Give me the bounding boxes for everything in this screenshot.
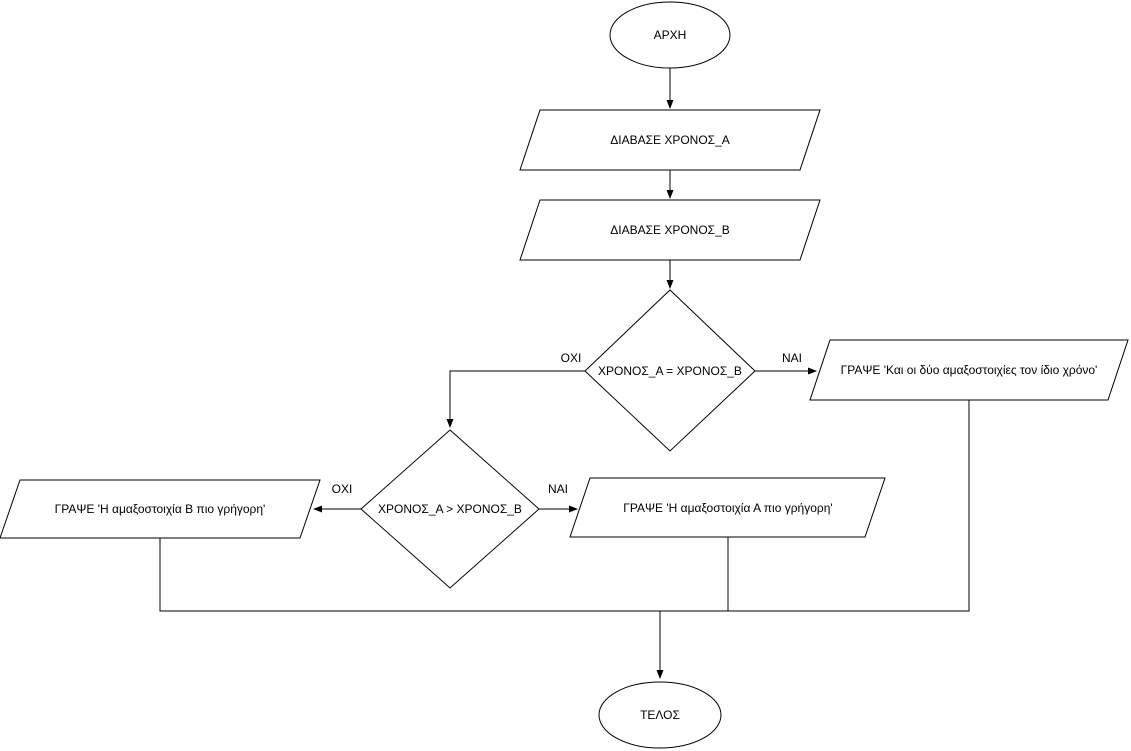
node-decision-equal: ΧΡΟΝΟΣ_Α = ΧΡΟΝΟΣ_Β bbox=[584, 289, 756, 452]
node-write-a-faster: ΓΡΑΨΕ 'Η αμαξοστοιχία Α πιο γρήγορη' bbox=[569, 477, 886, 538]
write-equal-label: ΓΡΑΨΕ 'Και οι δύο αμαξοστοιχίες τον ίδιο… bbox=[841, 363, 1098, 377]
node-read-b: ΔΙΑΒΑΣΕ ΧΡΟΝΟΣ_Β bbox=[519, 199, 821, 261]
read-b-label: ΔΙΑΒΑΣΕ ΧΡΟΝΟΣ_Β bbox=[610, 223, 730, 237]
edge-write-equal-to-bus bbox=[660, 400, 970, 612]
write-a-faster-label: ΓΡΑΨΕ 'Η αμαξοστοιχία Α πιο γρήγορη' bbox=[623, 501, 832, 515]
node-decision-greater: ΧΡΟΝΟΣ_Α > ΧΡΟΝΟΣ_Β bbox=[360, 429, 540, 589]
node-write-equal: ΓΡΑΨΕ 'Και οι δύο αμαξοστοιχίες τον ίδιο… bbox=[809, 339, 1129, 401]
write-equal-parallelogram bbox=[809, 339, 1129, 401]
edge-decision-equal-no bbox=[446, 370, 585, 428]
write-b-faster-label: ΓΡΑΨΕ 'Η αμαξοστοιχία Β πιο γρήγορη' bbox=[55, 502, 266, 516]
node-write-b-faster: ΓΡΑΨΕ 'Η αμαξοστοιχία Β πιο γρήγορη' bbox=[0, 479, 321, 539]
end-label: ΤΕΛΟΣ bbox=[640, 708, 680, 722]
read-b-parallelogram bbox=[519, 199, 821, 261]
read-a-label: ΔΙΑΒΑΣΕ ΧΡΟΝΟΣ_Α bbox=[610, 133, 730, 147]
end-terminator-ellipse bbox=[598, 681, 722, 749]
write-b-faster-parallelogram bbox=[0, 479, 321, 539]
decision-equal-diamond bbox=[584, 289, 756, 452]
node-start: ΑΡΧΗ bbox=[609, 1, 731, 69]
decision-equal-label: ΧΡΟΝΟΣ_Α = ΧΡΟΝΟΣ_Β bbox=[598, 364, 742, 378]
decision-greater-diamond bbox=[360, 429, 540, 589]
edge-label-decision-equal-no: ΟΧΙ bbox=[561, 351, 582, 365]
start-label: ΑΡΧΗ bbox=[654, 28, 687, 42]
edge-label-decision-greater-yes: ΝΑΙ bbox=[548, 482, 568, 496]
edge-label-decision-equal-yes: ΝΑΙ bbox=[782, 351, 802, 365]
edge-label-decision-greater-no: ΟΧΙ bbox=[332, 482, 353, 496]
node-end: ΤΕΛΟΣ bbox=[598, 681, 722, 749]
node-read-a: ΔΙΑΒΑΣΕ ΧΡΟΝΟΣ_Α bbox=[519, 109, 821, 171]
write-a-faster-parallelogram bbox=[569, 477, 886, 538]
decision-greater-label: ΧΡΟΝΟΣ_Α > ΧΡΟΝΟΣ_Β bbox=[378, 502, 522, 516]
read-a-parallelogram bbox=[519, 109, 821, 171]
edge-write-b-faster-to-bus bbox=[159, 538, 660, 612]
